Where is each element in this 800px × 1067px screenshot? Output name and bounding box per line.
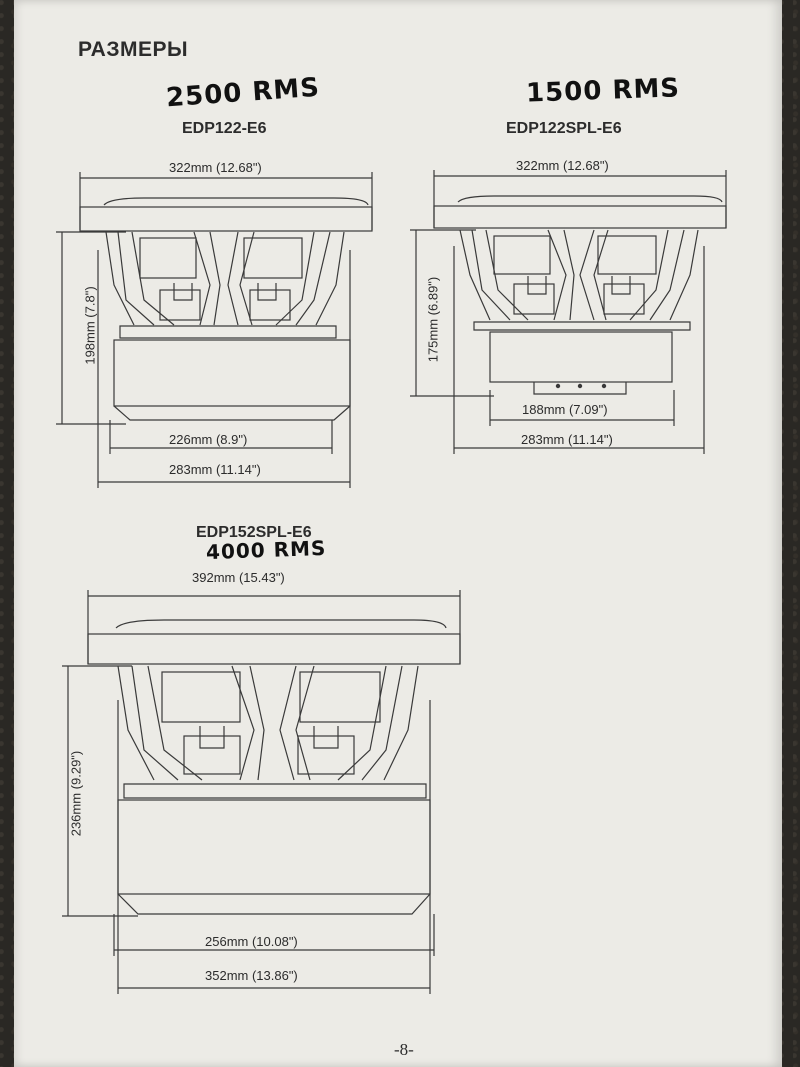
model-name-2: EDP122SPL-E6 — [506, 120, 622, 137]
bottom-dim-3: 352mm (13.86") — [205, 968, 298, 983]
inner-dim-2: 188mm (7.09") — [522, 402, 608, 417]
subwoofer-drawing-3 — [62, 590, 461, 994]
bottom-dim-1: 283mm (11.14") — [169, 462, 261, 477]
page-heading: РАЗМЕРЫ — [78, 38, 189, 61]
overall-width-2: 322mm (12.68") — [516, 158, 609, 173]
overall-width-3: 392mm (15.43") — [192, 570, 285, 585]
manual-page: РАЗМЕРЫ 2500 RMS EDP122-E6 322mm (12.68"… — [14, 0, 782, 1067]
bottom-dim-2: 283mm (11.14") — [521, 432, 613, 447]
page-number: -8- — [394, 1040, 414, 1059]
subwoofer-drawing-1 — [56, 172, 373, 488]
model-name-1: EDP122-E6 — [182, 120, 267, 137]
speaker-drawings — [56, 170, 727, 994]
overall-width-1: 322mm (12.68") — [169, 160, 262, 175]
inner-dim-1: 226mm (8.9") — [169, 432, 248, 447]
inner-dim-3: 256mm (10.08") — [205, 934, 298, 949]
model-name-3: EDP152SPL-E6 — [196, 524, 312, 541]
subwoofer-drawing-2 — [410, 170, 727, 454]
